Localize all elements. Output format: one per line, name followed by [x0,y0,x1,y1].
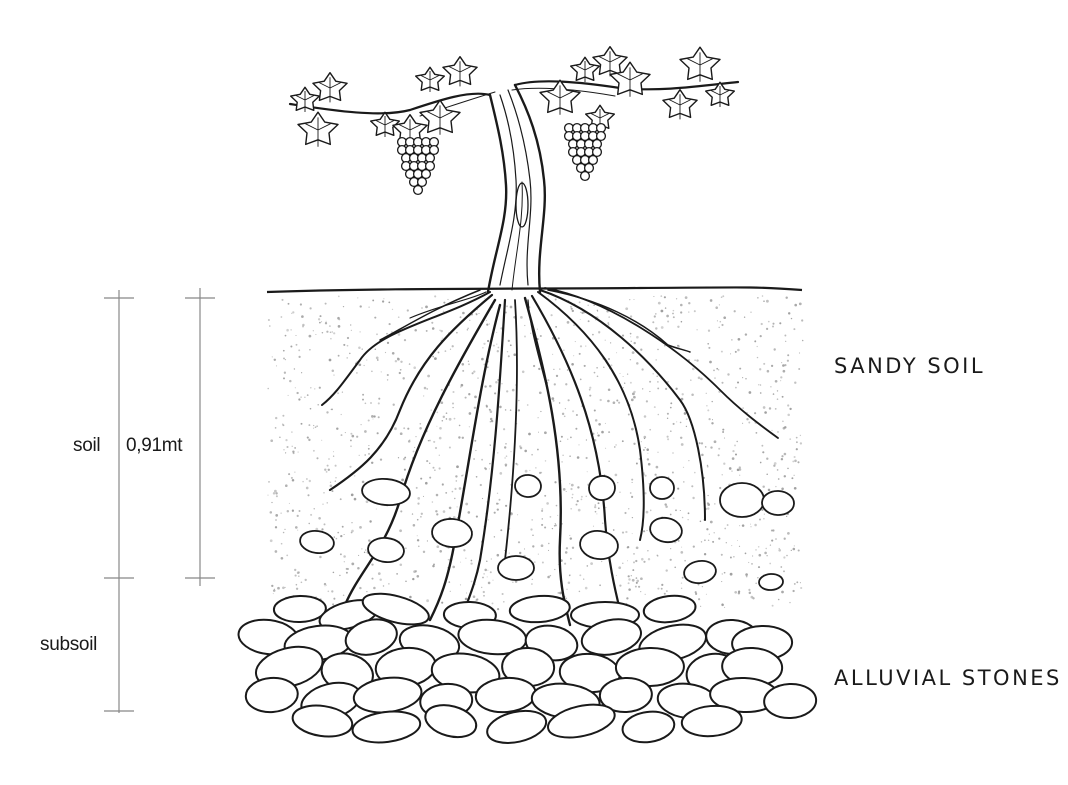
depth-label: 0,91mt [126,435,183,456]
grape-cluster-left [396,136,440,196]
soil-pebble [649,516,683,544]
alluvial-stone [580,618,642,656]
leaf-vein [420,71,440,92]
soil-pebble [719,482,765,518]
leaf-vein [575,61,595,82]
grape [583,162,595,174]
soil-pebble [361,477,411,507]
alluvial-stone [680,704,743,738]
soil-pebbles [299,474,795,591]
alluvial-stone [486,709,548,744]
leaf-vein [427,105,453,135]
alluvial-stone [272,594,327,624]
grape [587,154,599,166]
alluvial-stone [351,710,422,744]
vine-trunk [288,80,740,294]
leaf-vein [318,77,342,103]
sandy-soil-label: SANDY SOIL [834,354,985,378]
soil-pebble [758,573,784,591]
grape [412,184,424,196]
grape [416,176,428,188]
soil-pebble [588,475,616,501]
alluvial-stone [244,676,299,714]
leaf-vein [668,94,692,120]
leaf-vein [375,116,395,137]
alluvial-stone [344,618,398,656]
soil-pebble [761,490,795,516]
ground-line [266,286,803,294]
soil-pebble [497,555,535,581]
alluvial-stone [621,710,676,744]
grape [428,144,440,156]
leaf-vein [687,52,713,82]
grape [420,168,432,180]
alluvial-stone [614,646,685,688]
grape-cluster-right [563,122,607,182]
grape [595,130,607,142]
alluvial-stone [598,676,653,714]
vine-leaves [290,46,735,147]
subsoil-label: subsoil [40,634,97,655]
leaf-vein [547,85,573,115]
leaf-vein [305,117,331,147]
soil-pebble [579,530,619,560]
leaf-vein [617,67,643,97]
depth-scale [104,288,215,713]
soil-pebble [649,476,675,500]
alluvial-stone [291,704,354,738]
soil-pebble [683,559,717,585]
soil-pebble [367,537,405,563]
alluvial-stones-bed [237,592,818,744]
alluvial-stone [763,682,818,720]
alluvial-stone [547,703,616,739]
alluvial-stone [424,704,478,739]
soil-label: soil [73,435,100,456]
soil-pebble [299,529,335,555]
alluvial-stone [642,594,697,624]
grape [424,160,436,172]
leaf-vein [710,86,730,107]
alluvial-stones-label: ALLUVIAL STONES [834,666,1062,690]
alluvial-stone [361,592,430,626]
soil-pebble [514,474,542,498]
leaf-vein [448,61,472,87]
grape [579,170,591,182]
grape [591,146,603,158]
alluvial-stone [508,594,571,624]
leaf-vein [295,91,315,112]
leaf-vein [598,51,622,77]
soil-pebble [431,518,473,548]
